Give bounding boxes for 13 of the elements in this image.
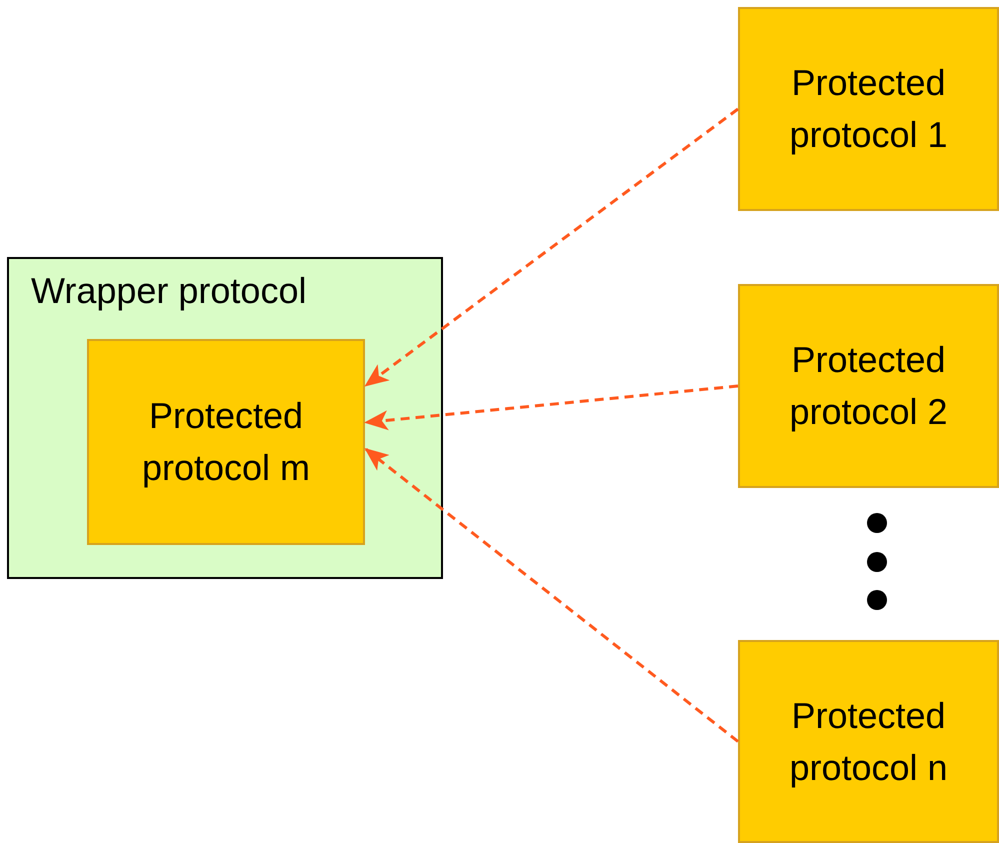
box-label: Protected protocol m: [140, 394, 312, 490]
box-label: Protected protocol 2: [788, 338, 949, 434]
box-label: Protected protocol 1: [788, 61, 949, 157]
process-box: [738, 7, 999, 211]
dashed-arrow: [364, 384, 738, 430]
dashed-arrow: [364, 448, 739, 743]
group-box: [7, 257, 443, 579]
dashed-arrow: [364, 108, 739, 387]
process-box: [738, 284, 999, 488]
process-box: [738, 640, 999, 843]
box-label: Protected protocol n: [788, 694, 949, 790]
group-title: Wrapper protocol: [31, 269, 306, 313]
process-box: [87, 339, 365, 545]
